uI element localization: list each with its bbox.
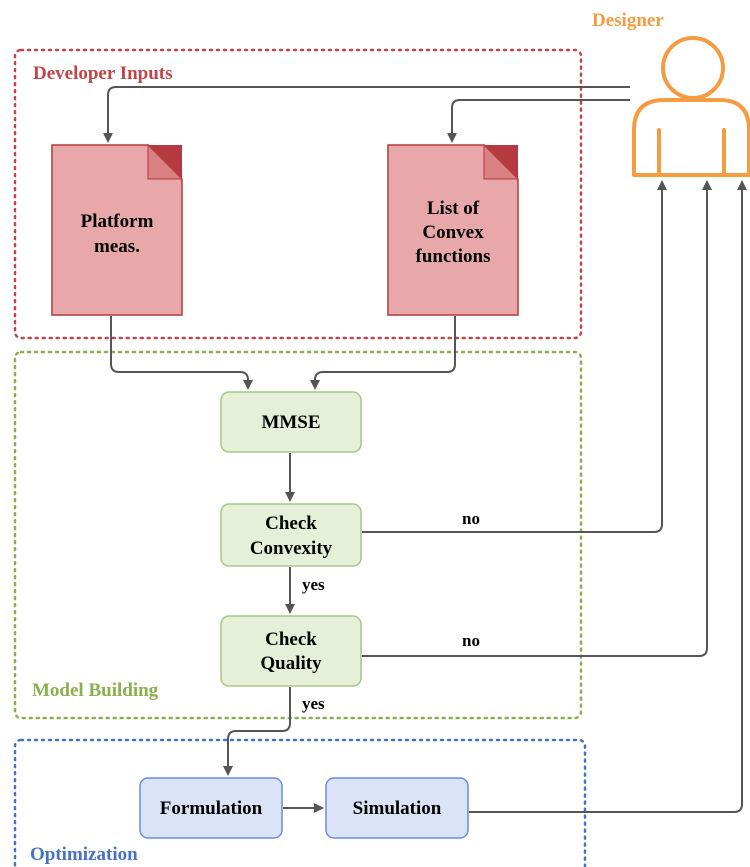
- convex-functions-document[interactable]: List of Convex functions: [387, 143, 520, 316]
- arrow-convex-to-mmse: [310, 316, 456, 390]
- arrow-designer-to-platform: [103, 86, 630, 143]
- quality-no-label: no: [462, 631, 480, 650]
- model-building-group: [13, 350, 583, 720]
- arrow-quality-no-to-designer: [362, 180, 712, 657]
- designer-label: Designer: [592, 10, 664, 31]
- convexity-yes-label: yes: [302, 575, 325, 594]
- convex-functions-line-2: Convex: [422, 222, 484, 243]
- quality-yes-label: yes: [302, 694, 325, 713]
- check-quality-line-1: Check: [265, 629, 317, 650]
- mmse-node[interactable]: MMSE: [220, 391, 362, 453]
- arrow-quality-yes-to-formulation: [223, 687, 291, 776]
- formulation-label: Formulation: [160, 798, 263, 819]
- arrow-designer-to-convex: [447, 99, 630, 143]
- optimization-group: [13, 738, 587, 867]
- platform-meas-document[interactable]: Platform meas.: [51, 143, 184, 316]
- convex-functions-line-3: functions: [416, 246, 491, 267]
- simulation-label: Simulation: [353, 798, 442, 819]
- arrow-convexity-no-to-designer: [362, 180, 667, 533]
- platform-meas-line-1: Platform: [81, 211, 154, 232]
- check-quality-node[interactable]: Check Quality: [220, 615, 362, 687]
- arrow-simulation-to-designer: [469, 180, 747, 813]
- platform-meas-line-2: meas.: [94, 236, 140, 257]
- convexity-no-label: no: [462, 509, 480, 528]
- optimization-title: Optimization: [30, 844, 138, 865]
- developer-inputs-title: Developer Inputs: [33, 63, 173, 84]
- check-convexity-line-1: Check: [265, 513, 317, 534]
- check-convexity-node[interactable]: Check Convexity: [220, 503, 362, 567]
- check-quality-line-2: Quality: [260, 653, 322, 674]
- formulation-node[interactable]: Formulation: [139, 777, 283, 839]
- check-convexity-line-2: Convexity: [250, 538, 333, 559]
- simulation-node[interactable]: Simulation: [325, 777, 469, 839]
- developer-inputs-group: [13, 48, 583, 340]
- arrow-platform-to-mmse: [110, 316, 253, 390]
- mmse-label: MMSE: [261, 412, 320, 433]
- convex-functions-line-1: List of: [427, 198, 480, 219]
- designer-person-icon: [632, 36, 750, 177]
- model-building-title: Model Building: [32, 680, 159, 701]
